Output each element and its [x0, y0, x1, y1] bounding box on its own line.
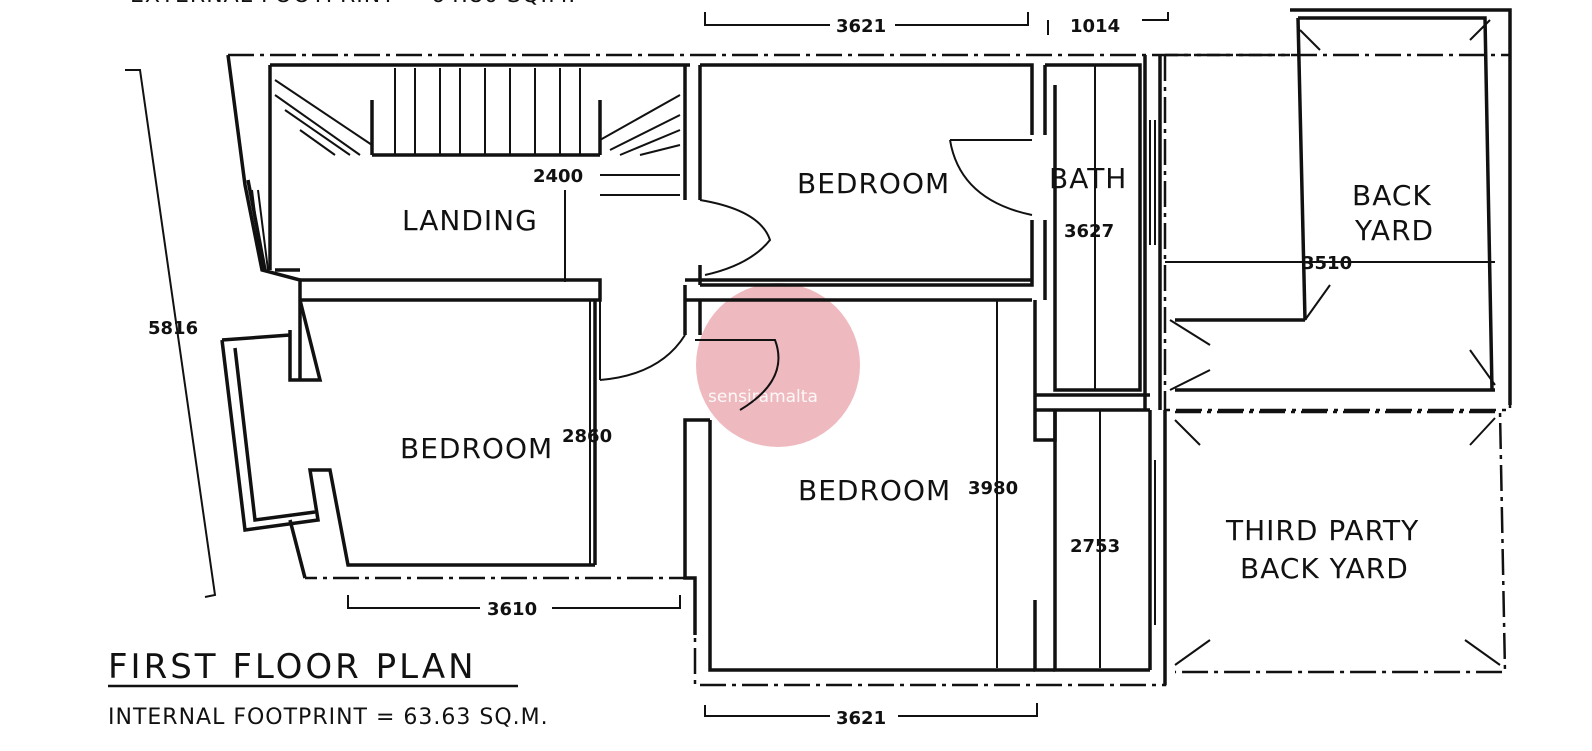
external-boundary: [228, 53, 1512, 687]
dim-bottom-3610: 3610: [487, 599, 537, 620]
dim-corridor-2753: 2753: [1070, 536, 1120, 557]
dim-bottom-3621: 3621: [836, 708, 886, 729]
walls: [220, 8, 1512, 685]
back-yard-label-line1: BACK: [1352, 179, 1432, 212]
bedroom-bottom-label: BEDROOM: [798, 474, 951, 507]
watermark-text: sensiramalta: [708, 387, 818, 407]
landing-label: LANDING: [402, 204, 538, 237]
exterior-dimension-lines: [125, 12, 1169, 717]
dim-yard-3510: 3510: [1302, 253, 1352, 274]
dim-landing-2400: 2400: [533, 166, 583, 187]
dim-bath-3627: 3627: [1064, 221, 1114, 242]
bath-label: BATH: [1049, 162, 1127, 195]
back-yard-label-line2: YARD: [1354, 214, 1434, 247]
dim-top-3621: 3621: [836, 16, 886, 37]
dim-top-1014: 1014: [1070, 16, 1120, 37]
third-party-yard-boundary: [1174, 19, 1507, 674]
bedroom-top-label: BEDROOM: [797, 167, 950, 200]
third-party-label-line1: THIRD PARTY: [1225, 514, 1419, 547]
dim-bedroom-left-2860: 2860: [562, 426, 612, 447]
interior-dimension-lines: [564, 65, 1495, 668]
plan-title: FIRST FLOOR PLAN: [108, 647, 477, 687]
door-swings: [599, 139, 1211, 411]
third-party-label-line2: BACK YARD: [1240, 552, 1409, 585]
external-footprint-text: EXTERNAL FOOTPRINT = 64.80 SQ.M.: [130, 0, 576, 8]
dim-bedroom-bottom-3980: 3980: [968, 478, 1018, 499]
bedroom-left-label: BEDROOM: [400, 432, 553, 465]
internal-footprint-text: INTERNAL FOOTPRINT = 63.63 SQ.M.: [108, 705, 549, 730]
dim-left-5816: 5816: [148, 318, 198, 339]
stair-treads: [274, 68, 681, 196]
